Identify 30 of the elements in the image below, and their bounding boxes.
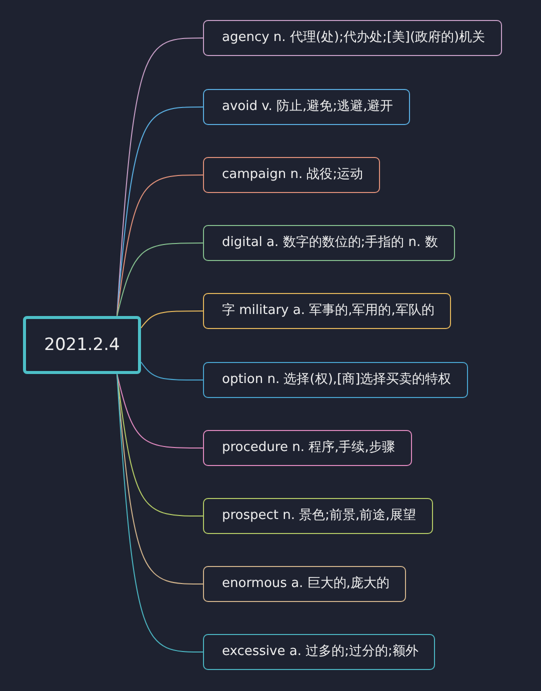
branch-line [116, 106, 204, 316]
topic-box [203, 89, 410, 125]
topic-box [203, 498, 433, 534]
central-topic-box [23, 316, 141, 374]
branch-line [116, 374, 204, 448]
word-definition: prospect n. 景色;前景,前途,展望 [222, 508, 416, 524]
branch-line [140, 362, 204, 380]
date-text: 2021.2.4 [44, 334, 120, 356]
word-definition: procedure n. 程序,手续,步骤 [222, 440, 395, 456]
topic-box [203, 157, 380, 193]
topic-box [203, 362, 468, 398]
branch-line [116, 174, 204, 316]
topic-box [203, 634, 436, 670]
word-definition: option n. 选择(权),[商]选择买卖的特权 [222, 372, 452, 388]
branch-line [116, 374, 204, 652]
branch-line [116, 374, 204, 516]
word-definition: agency n. 代理(处);代办处;[美](政府的)机关 [222, 30, 486, 46]
word-definition: campaign n. 战役;运动 [222, 167, 364, 183]
word-definition: 字 military a. 军事的,军用的,军队的 [222, 303, 434, 319]
word-definition: enormous a. 巨大的,庞大的 [222, 576, 390, 592]
word-definition: digital a. 数字的数位的;手指的 n. 数 [222, 235, 438, 251]
topic-box [203, 566, 406, 602]
branch-line [116, 242, 204, 316]
word-definition: avoid v. 防止,避免;逃避,避开 [222, 99, 394, 115]
topic-box [203, 20, 502, 56]
topic-box [203, 430, 412, 466]
word-definition: excessive a. 过多的;过分的;额外 [222, 644, 418, 660]
topic-box [203, 225, 455, 261]
topic-box [203, 293, 452, 329]
branch-line [140, 310, 204, 328]
